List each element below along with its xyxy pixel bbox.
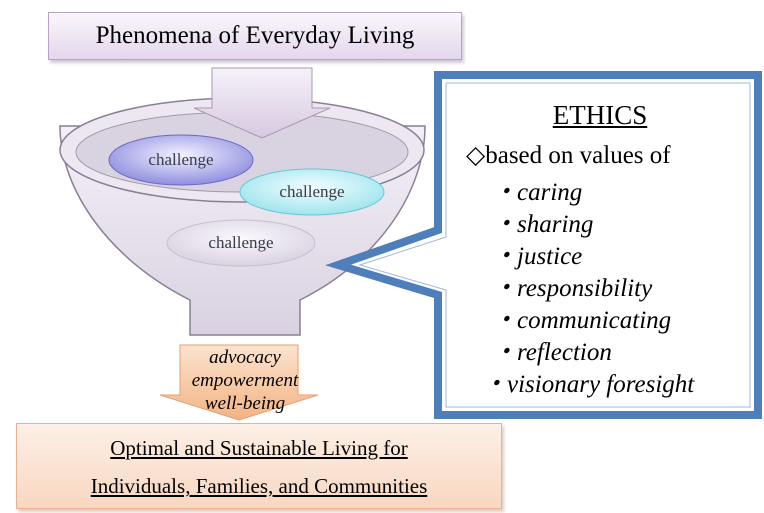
title-text: Phenomena of Everyday Living bbox=[95, 22, 415, 49]
ethics-value-communicating: ・communicating bbox=[492, 307, 672, 334]
ethics-value-reflection: ・reflection bbox=[492, 339, 612, 366]
ethics-intro: ◇based on values of bbox=[466, 142, 671, 169]
challenge-ellipse-blue bbox=[108, 134, 254, 186]
challenge-label-2: challenge bbox=[279, 182, 345, 201]
outcome-line-2: Individuals, Families, and Communities bbox=[90, 474, 428, 498]
challenge-label-3: challenge bbox=[208, 233, 274, 252]
output-arrow bbox=[159, 344, 319, 421]
down-arrow bbox=[193, 67, 331, 139]
challenge-ellipse-grey bbox=[166, 219, 316, 267]
ethics-callout-inner bbox=[358, 82, 751, 408]
ethics-value-visionary-foresight: ・visionary foresight bbox=[482, 371, 695, 398]
ethics-value-responsibility: ・responsibility bbox=[492, 275, 653, 302]
challenge-ellipse-cyan bbox=[239, 168, 385, 216]
arrow-word-empowerment: empowerment bbox=[191, 370, 299, 391]
ethics-title: ETHICS bbox=[552, 100, 648, 130]
ethics-value-justice: ・justice bbox=[492, 243, 583, 270]
arrow-word-advocacy: advocacy bbox=[209, 347, 281, 368]
title-banner: Phenomena of Everyday Living bbox=[48, 12, 462, 60]
outcome-box: Optimal and Sustainable Living for Indiv… bbox=[16, 423, 502, 509]
ethics-callout bbox=[325, 71, 762, 419]
ethics-value-caring: ・caring bbox=[492, 179, 583, 206]
ethics-value-sharing: ・sharing bbox=[492, 211, 594, 238]
challenge-label-1: challenge bbox=[148, 150, 214, 169]
arrow-word-wellbeing: well-being bbox=[204, 393, 286, 414]
outcome-line-1: Optimal and Sustainable Living for bbox=[110, 436, 408, 460]
